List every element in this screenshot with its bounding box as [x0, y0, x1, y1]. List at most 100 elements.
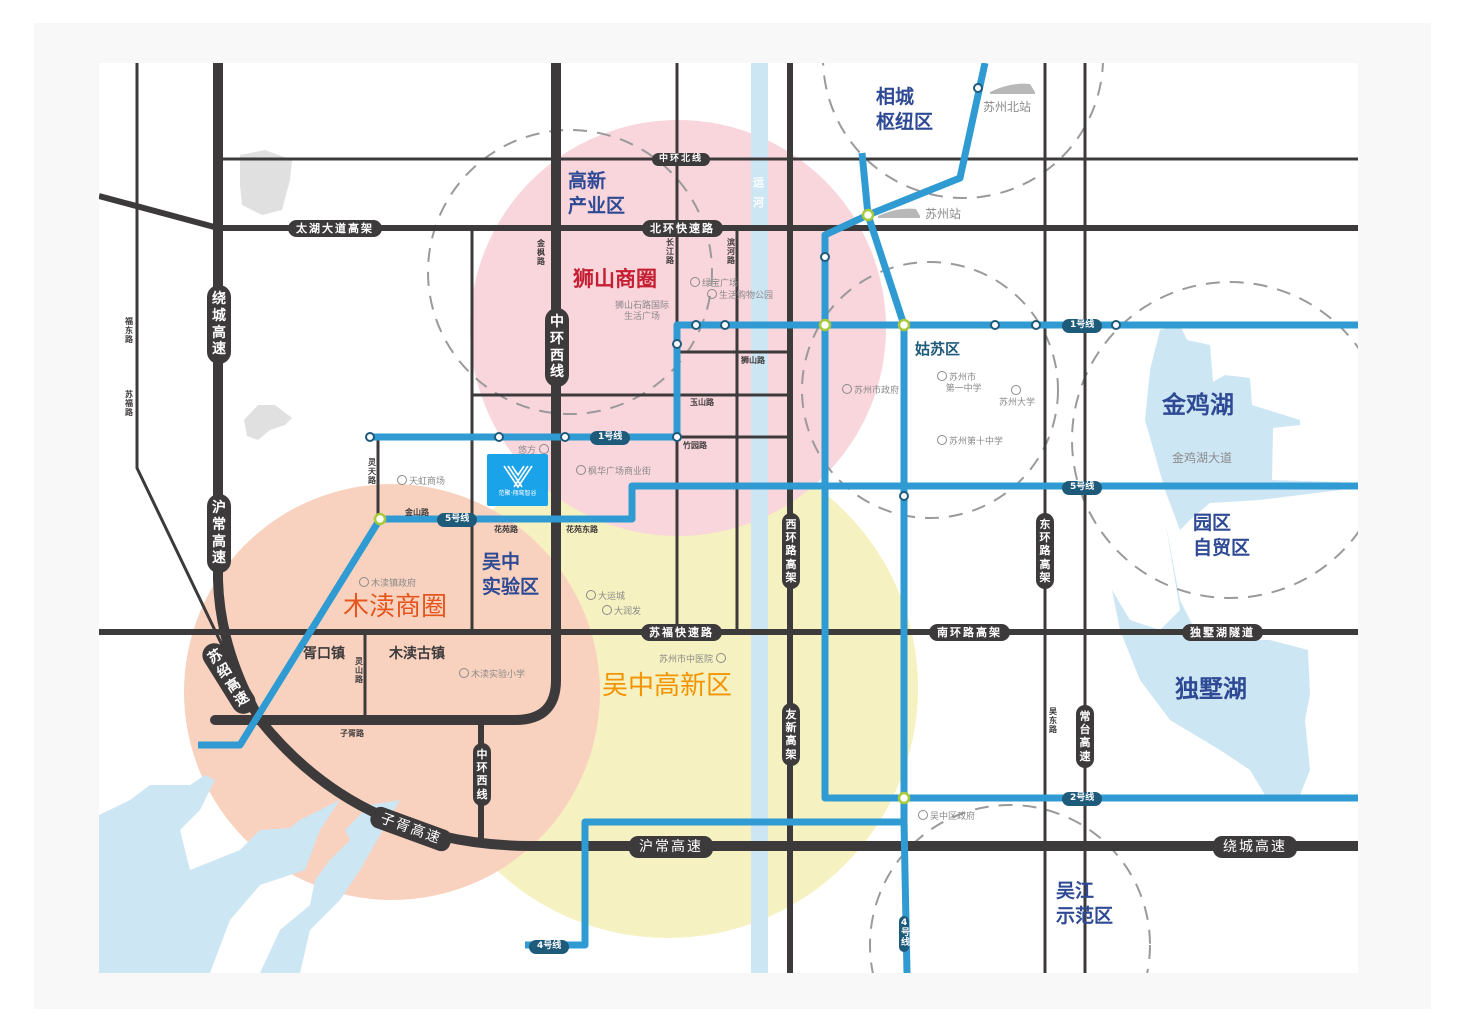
road-char: 新	[785, 721, 797, 735]
road-char: 沪	[212, 500, 226, 516]
road-char: 架	[785, 747, 797, 761]
road-huayuan: 花苑路	[494, 525, 518, 534]
road-fudong: 福东路	[125, 317, 133, 344]
road-char: 滨	[727, 238, 735, 247]
road-char: 高	[212, 533, 226, 550]
metro-badge-line4-west: 4号线	[529, 940, 570, 954]
poi-label: 第一中学	[945, 383, 982, 394]
road-char: 福	[125, 317, 133, 326]
poi-fenghua: 枫华广场商业街	[576, 465, 651, 478]
road-char: 灵	[368, 458, 376, 467]
poi-life-park: 生活购物公园	[707, 289, 773, 302]
district-wuzhong-exp: 吴中 实验区	[482, 550, 539, 599]
poi-shishan-intl: 狮山石路国际生活广场	[615, 301, 669, 323]
road-char: 福	[125, 398, 133, 408]
lake-dushu	[1112, 520, 1310, 795]
road-char: 天	[368, 466, 376, 476]
road-char: 绕	[212, 291, 226, 307]
shopping-icon	[690, 277, 700, 287]
poi-youfang: 悠方	[518, 444, 551, 457]
road-yushan: 玉山路	[690, 398, 714, 407]
shopping-icon	[576, 465, 586, 475]
lake-dushu-label: 独墅湖	[1175, 675, 1247, 703]
poi-label: 悠方	[518, 446, 537, 456]
metro-badge-line5-east: 5号线	[1062, 481, 1103, 495]
metro-char: 4	[901, 918, 908, 928]
poi-lvbao: 绿宝广场	[690, 277, 738, 290]
poi-suda: 苏州大学	[999, 385, 1035, 409]
road-sufu: 苏福路	[125, 390, 133, 417]
road-char: 速	[212, 550, 226, 567]
metro-line-5	[380, 482, 1358, 523]
metro-char: 号	[901, 927, 911, 938]
district-xiangcheng: 相城 枢纽区	[876, 85, 933, 134]
road-binhe: 滨河路	[727, 238, 735, 265]
road-huchang-h: 沪常高速	[629, 836, 713, 858]
road-char: 江	[666, 246, 674, 256]
district-gusu: 姑苏区	[915, 340, 961, 358]
road-char: 路	[537, 256, 545, 266]
metro-stations	[365, 83, 1121, 501]
expressways	[210, 63, 1358, 851]
district-gaoxin-line1: 高新	[568, 170, 607, 192]
poi-label: 苏州市	[949, 373, 977, 383]
road-huayuan-east: 花苑东路	[566, 525, 598, 534]
road-char: 速	[423, 826, 444, 848]
road-char: 路	[125, 334, 133, 344]
road-nanhuan: 南环路高架	[929, 624, 1010, 641]
road-zhonghuan-west: 中环西线	[545, 308, 569, 388]
project-marker[interactable]: 范聚·翔鸾智谷	[487, 454, 548, 506]
district-wuzhong-exp-line1: 吴中	[482, 551, 521, 573]
road-char: 西	[785, 518, 797, 531]
road-huchang-v: 沪常高速	[207, 494, 231, 574]
road-zhonghuan-west-south: 中环西线	[473, 743, 491, 806]
road-char: 中	[476, 748, 488, 761]
district-wujiang: 吴江 示范区	[1056, 879, 1113, 928]
circle-shishan: 狮山商圈	[573, 267, 657, 291]
shopping-icon	[707, 289, 717, 299]
road-char: 东	[125, 325, 133, 335]
shopping-icon	[602, 605, 612, 615]
road-lingshan: 灵山路	[355, 657, 363, 684]
poi-label: 生活广场	[624, 311, 661, 322]
government-icon	[842, 384, 852, 394]
road-char: 枫	[537, 247, 545, 257]
road-xihuan: 西环路高架	[782, 513, 800, 589]
road-char: 高	[212, 324, 226, 341]
road-char: 高	[785, 557, 797, 571]
road-zhuyuan: 竹园路	[683, 441, 707, 450]
road-char: 路	[785, 544, 797, 558]
town-xukou: 胥口镇	[303, 646, 345, 662]
project-logo-icon	[502, 465, 533, 489]
road-char: 台	[1079, 723, 1091, 737]
road-taihu-ave: 太湖大道高架	[288, 220, 382, 237]
shopping-icon	[538, 444, 549, 454]
town-mudu-old: 木渎古镇	[389, 646, 445, 662]
road-wudong: 吴东路	[1049, 707, 1057, 734]
poi-label: 大润发	[614, 607, 642, 617]
road-char: 灵	[355, 657, 363, 666]
poi-label: 绿宝广场	[702, 279, 739, 289]
district-yuanqu-line1: 园区	[1193, 512, 1232, 534]
road-char: 环	[476, 761, 488, 775]
canal-char-2: 河	[753, 195, 764, 209]
road-char: 东	[1039, 518, 1051, 531]
poi-mudu-school: 木渎实验小学	[459, 668, 525, 681]
hospital-icon	[715, 653, 726, 663]
university-icon	[1011, 385, 1021, 395]
circle-mudu: 木渎商圈	[343, 592, 448, 622]
road-char: 速	[212, 341, 226, 358]
shopping-icon	[586, 590, 596, 600]
road-char: 路	[1039, 544, 1051, 558]
poi-dayuncheng: 大运城	[586, 590, 625, 603]
lake-jinji-label: 金鸡湖	[1162, 391, 1234, 419]
road-youxin: 友新高架	[782, 703, 800, 766]
district-xiangcheng-line2: 枢纽区	[876, 110, 934, 133]
metro-badge-line2: 2号线	[1062, 792, 1103, 806]
road-zhonghuan-north: 中环北线	[652, 153, 711, 166]
metro-badge-line5-west: 5号线	[437, 513, 478, 527]
poi-label: 狮山石路国际	[615, 301, 670, 311]
road-char: 环	[785, 531, 797, 545]
road-char: 高	[1039, 557, 1051, 571]
